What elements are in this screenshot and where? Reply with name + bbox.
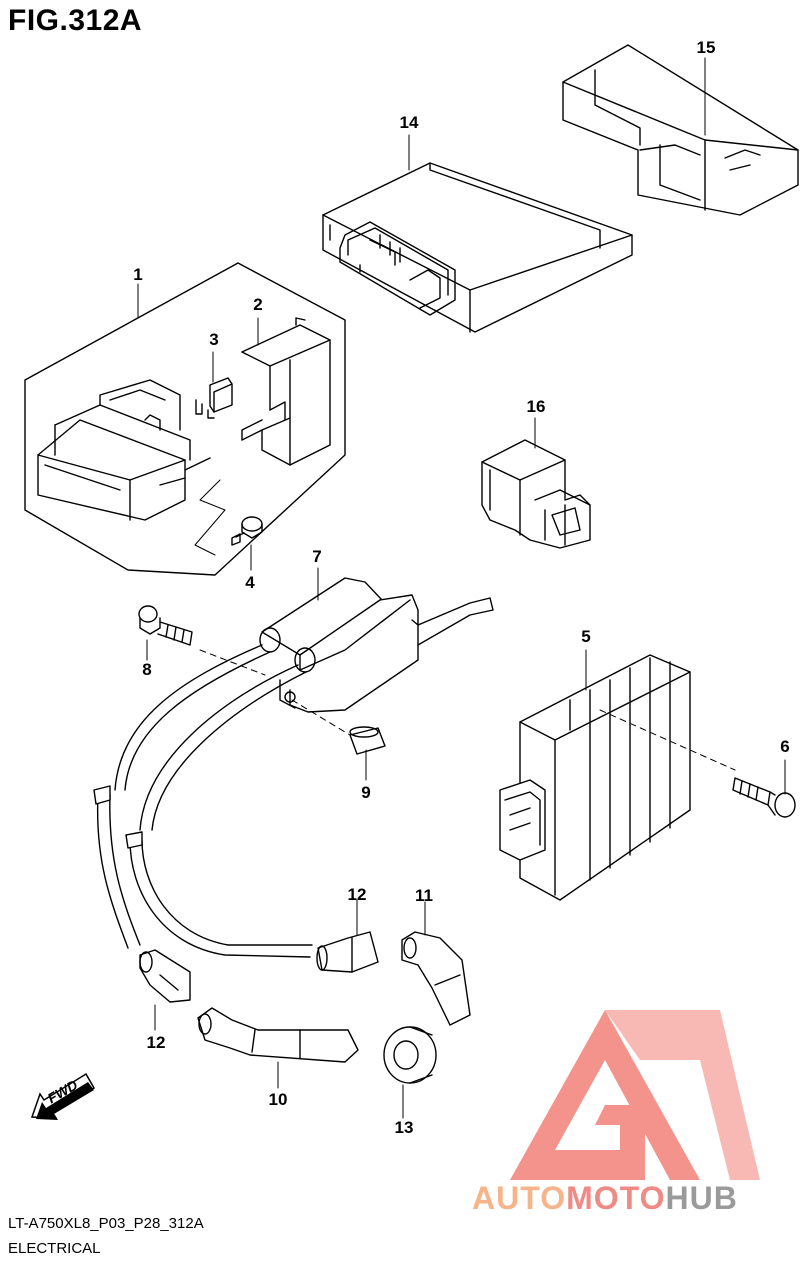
part-4-bolt (231, 516, 263, 546)
part-9-collar (291, 699, 386, 755)
part-16-relay (481, 439, 591, 549)
watermark-moto: MOTO (566, 1180, 666, 1216)
leader-lines (137, 57, 786, 1119)
callout-16: 16 (526, 397, 546, 416)
callout-2: 2 (253, 295, 263, 314)
callout-4: 4 (245, 573, 255, 592)
callout-11: 11 (415, 886, 433, 905)
part-10-plug-cap (197, 1007, 359, 1063)
figure-title: FIG.312A (8, 4, 143, 37)
section-name: ELECTRICAL (8, 1240, 101, 1257)
automotohub-logo (510, 1010, 760, 1180)
part-15-ecm-bracket (562, 44, 799, 216)
callout-12-lower: 12 (146, 1033, 166, 1052)
fwd-arrow-icon: FWD (30, 1072, 96, 1120)
callout-9: 9 (361, 783, 371, 802)
part-1-starter-relay-group (24, 262, 346, 576)
callout-7: 7 (312, 547, 322, 566)
part-7-ignition-coil (93, 577, 494, 958)
callout-10: 10 (268, 1090, 288, 1109)
part-12-boot-lower (139, 949, 191, 1003)
watermark-auto: AUTO (472, 1180, 567, 1216)
part-3-fuse (195, 377, 233, 419)
watermark-hub: HUB (665, 1180, 738, 1216)
callout-12-upper: 12 (347, 885, 367, 904)
callout-14: 14 (399, 113, 419, 132)
callout-15: 15 (696, 38, 716, 57)
callout-1: 1 (133, 265, 143, 284)
watermark-text: AUTOMOTOHUB (472, 1180, 738, 1217)
part-6-bolt (732, 777, 796, 818)
part-5-regulator-rectifier (499, 654, 736, 901)
part-2-relay-cover (241, 317, 331, 466)
callout-3: 3 (209, 330, 219, 349)
part-13-grommet (383, 1026, 437, 1084)
part-8-bolt (138, 605, 266, 676)
callout-13: 13 (394, 1118, 414, 1137)
figure-code: LT-A750XL8_P03_P28_312A (8, 1215, 204, 1232)
callout-8: 8 (142, 660, 152, 679)
part-12-boot-upper (316, 931, 379, 973)
part-14-ecm (322, 162, 633, 333)
callout-6: 6 (780, 737, 790, 756)
callout-5: 5 (581, 627, 591, 646)
part-11-plug-cap (401, 931, 471, 1026)
fwd-direction-arrow: FWD (28, 1062, 98, 1127)
